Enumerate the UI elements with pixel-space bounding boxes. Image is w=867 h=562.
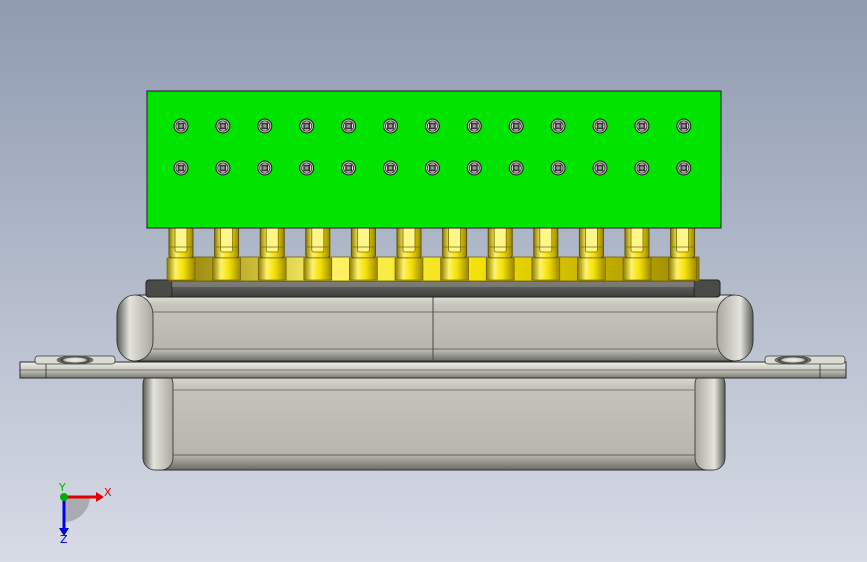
pcb-hole[interactable] [676, 160, 692, 176]
pcb-hole[interactable] [341, 160, 357, 176]
pcb-hole[interactable] [173, 118, 189, 134]
pcb-hole[interactable] [592, 118, 608, 134]
x-arrowhead-icon [96, 492, 104, 502]
pcb-hole[interactable] [215, 118, 231, 134]
z-axis-label: Z [60, 533, 68, 546]
contact-pins[interactable] [166, 219, 700, 282]
pcb-hole[interactable] [299, 160, 315, 176]
pcb-hole[interactable] [383, 160, 398, 176]
lower-shell[interactable] [142, 371, 726, 471]
pcb-hole[interactable] [173, 160, 189, 176]
pcb-hole[interactable] [550, 160, 566, 176]
y-axis-dot [60, 493, 68, 501]
contact-pin[interactable] [440, 219, 469, 281]
contact-pin[interactable] [394, 219, 424, 281]
insulator-band [145, 279, 721, 298]
pcb-hole[interactable] [215, 160, 231, 176]
contact-pin[interactable] [349, 219, 378, 281]
pcb-board[interactable] [146, 90, 722, 229]
pcb-hole[interactable] [383, 118, 398, 134]
upper-shell[interactable] [116, 294, 754, 362]
pcb-hole[interactable] [592, 160, 608, 176]
mounting-hole-left [56, 355, 94, 365]
pcb-hole[interactable] [257, 160, 273, 176]
contact-pin[interactable] [257, 219, 287, 281]
pcb-hole[interactable] [508, 160, 524, 176]
pcb-hole-grid[interactable] [173, 118, 692, 176]
contact-pin[interactable] [622, 219, 652, 281]
axis-triad: X Y Z [58, 481, 112, 546]
y-axis-label: Y [58, 481, 66, 494]
pcb-hole[interactable] [299, 118, 315, 134]
pcb-hole[interactable] [634, 160, 650, 176]
pcb-hole[interactable] [466, 160, 482, 176]
contact-pin[interactable] [577, 219, 606, 281]
contact-pin[interactable] [668, 219, 697, 281]
pcb-hole[interactable] [634, 118, 650, 134]
pcb-hole[interactable] [466, 118, 482, 134]
contact-pin[interactable] [166, 219, 196, 281]
mounting-flange[interactable] [19, 355, 847, 379]
contact-pin[interactable] [303, 219, 333, 281]
x-axis-label: X [104, 486, 112, 499]
pcb-hole[interactable] [257, 118, 273, 134]
pcb-hole[interactable] [676, 118, 692, 134]
pcb-hole[interactable] [550, 118, 566, 134]
mounting-hole-right [774, 355, 812, 365]
z-arrowhead-icon [59, 528, 69, 536]
pcb-hole[interactable] [424, 160, 440, 176]
pcb-hole[interactable] [341, 118, 357, 134]
contact-pin[interactable] [485, 219, 515, 281]
contact-pin[interactable] [531, 219, 561, 281]
contact-pin[interactable] [212, 219, 241, 281]
pcb-hole[interactable] [508, 118, 524, 134]
pcb-hole[interactable] [424, 118, 440, 134]
